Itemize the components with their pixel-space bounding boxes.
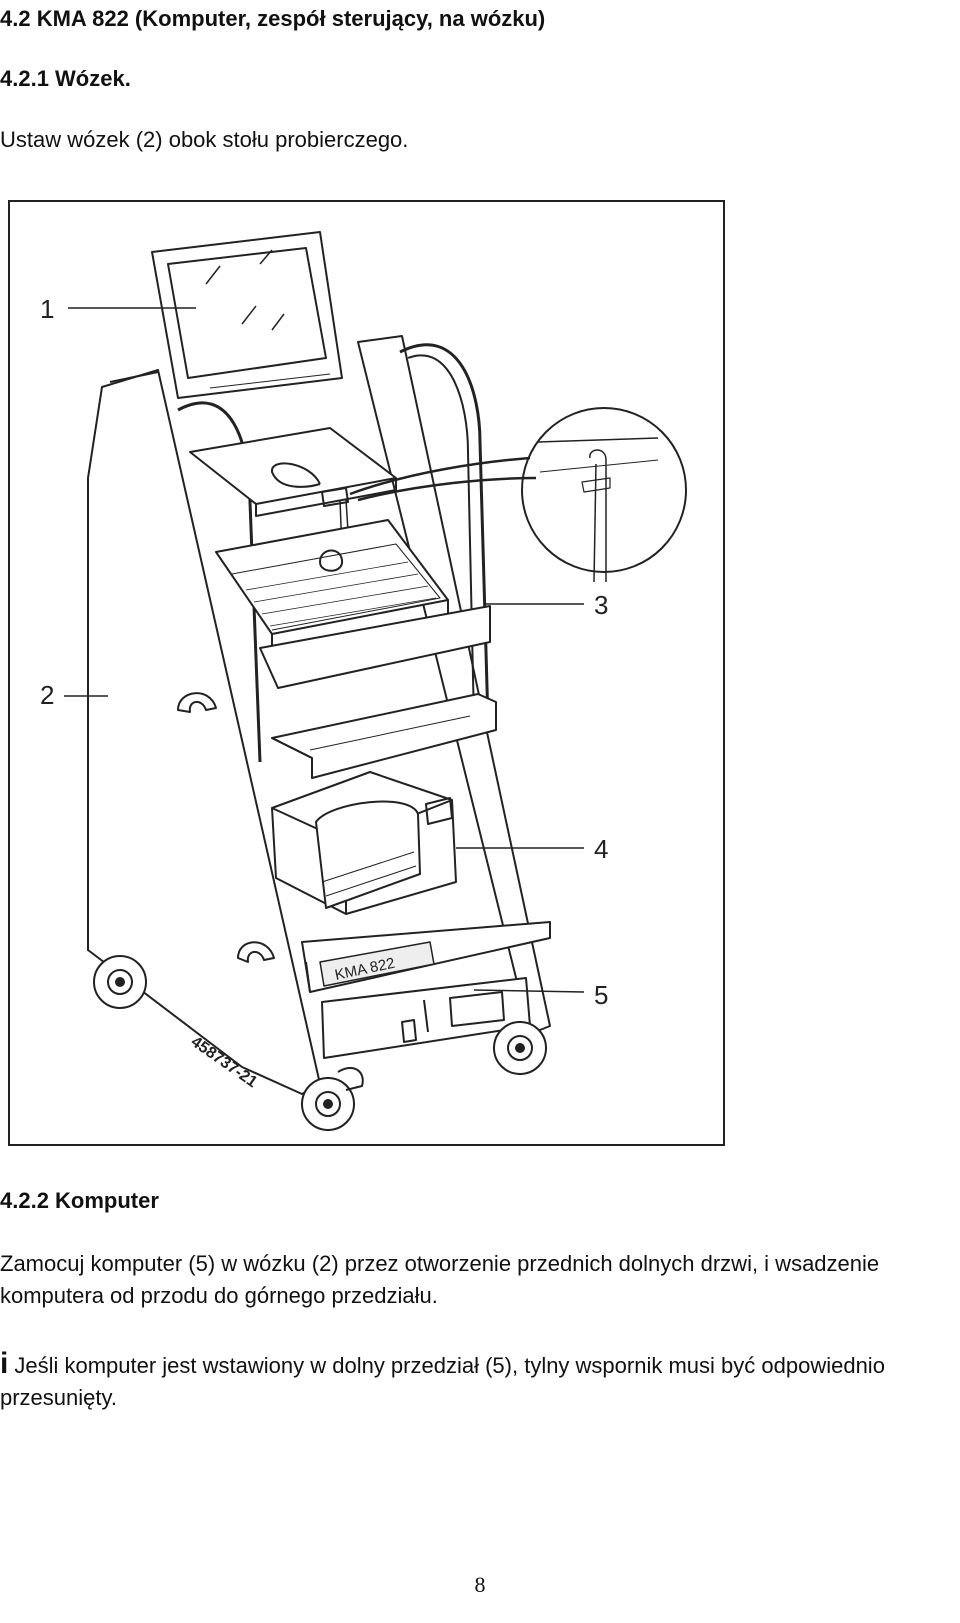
callout-1: 1 xyxy=(40,294,54,324)
callout-3: 3 xyxy=(594,590,608,620)
section-title: 4.2 KMA 822 (Komputer, zespół sterujący,… xyxy=(0,6,546,31)
subsection-title-trolley: 4.2.1 Wózek. xyxy=(0,66,131,91)
callout-5: 5 xyxy=(594,980,608,1010)
info-icon: i xyxy=(0,1347,9,1380)
trolley-instruction: Ustaw wózek (2) obok stołu probierczego. xyxy=(0,127,409,152)
subsection-title-computer: 4.2.2 Komputer xyxy=(0,1188,159,1213)
page-number: 8 xyxy=(474,1572,486,1597)
callout-2: 2 xyxy=(40,680,54,710)
info-note-text: Jeśli komputer jest wstawiony w dolny pr… xyxy=(0,1353,885,1410)
computer-instruction: Zamocuj komputer (5) w wózku (2) przez o… xyxy=(0,1251,880,1308)
callout-4: 4 xyxy=(594,834,608,864)
trolley-figure: 1 2 3 4 5 KMA 822 458737-21 xyxy=(8,200,725,1146)
trolley-illustration: 1 2 3 4 5 KMA 822 458737-21 xyxy=(40,231,687,1131)
